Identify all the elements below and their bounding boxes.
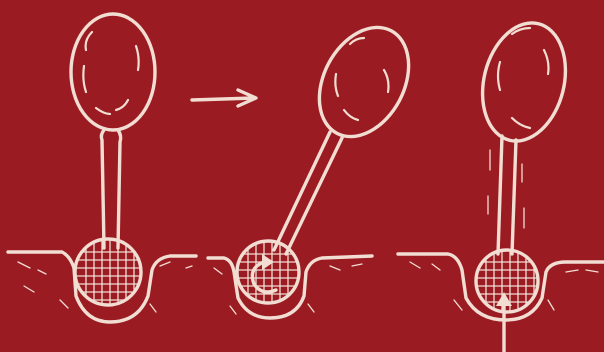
panel-upright [71, 14, 155, 305]
panel-upright-pushed [471, 14, 578, 352]
stalk-middle [274, 132, 342, 254]
ground-line-middle [208, 256, 372, 318]
right-arrow-icon [192, 90, 256, 106]
panel-tilted [237, 12, 427, 305]
ball-joint-middle [237, 240, 299, 305]
balloon-head-right [471, 14, 578, 150]
stalk-left [101, 130, 120, 248]
stalk-right [498, 136, 516, 254]
balloon-head-middle [301, 12, 426, 152]
ball-joint-left [75, 239, 141, 305]
balloon-head-left [71, 14, 155, 130]
